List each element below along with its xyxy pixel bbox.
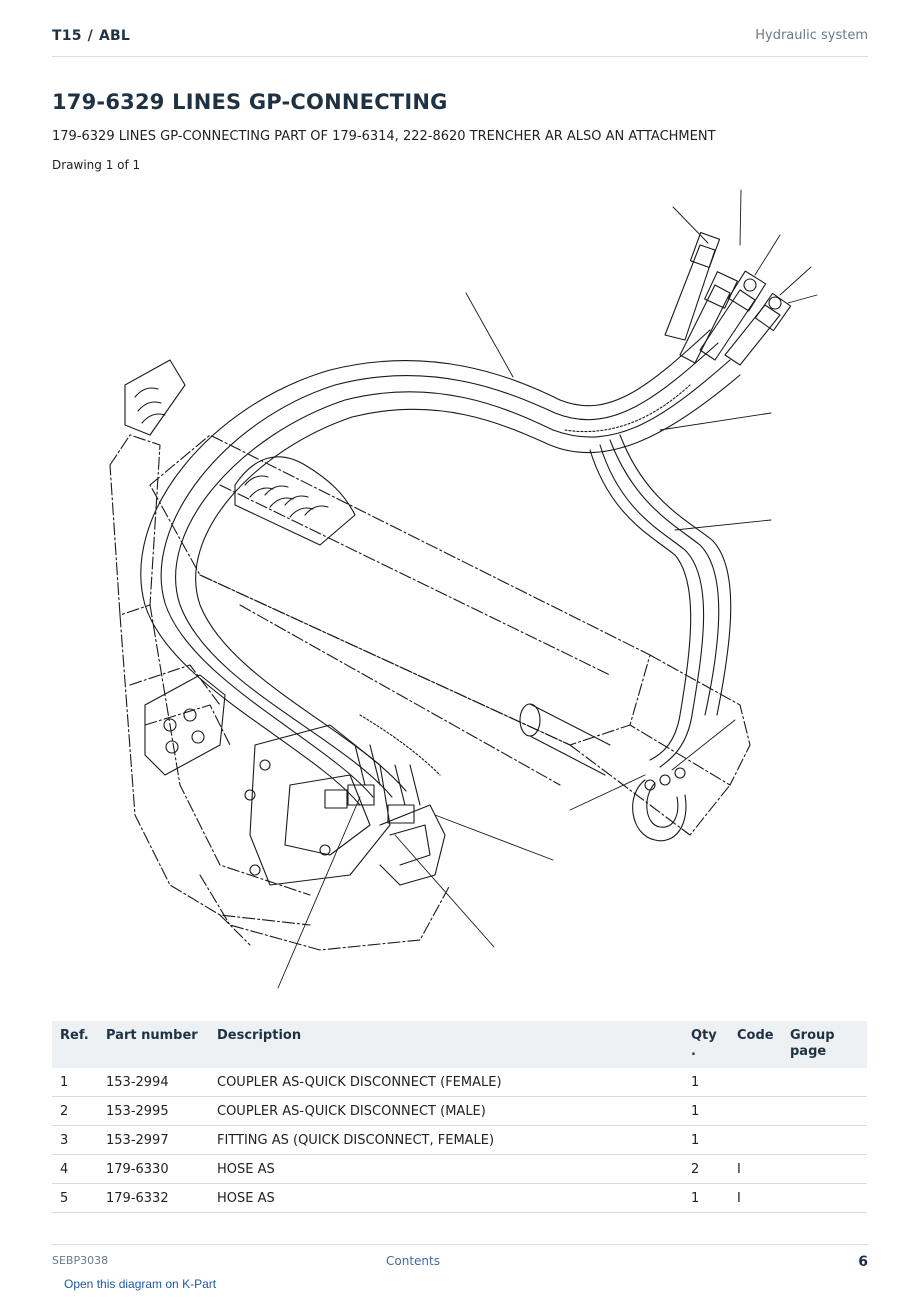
quick-couplers xyxy=(664,231,792,366)
group-header-line1: Group xyxy=(790,1028,835,1043)
qty-cell: 2 xyxy=(683,1154,729,1184)
qty-cell: 1 xyxy=(683,1068,729,1097)
col-header-part-number: Part number xyxy=(98,1021,209,1068)
col-header-ref: Ref. xyxy=(52,1021,98,1068)
drawing-note: Drawing 1 of 1 xyxy=(52,158,141,172)
ref-cell: 4 xyxy=(52,1154,98,1184)
table-row: 1 153-2994 COUPLER AS-QUICK DISCONNECT (… xyxy=(52,1068,867,1097)
part-number-cell: 153-2994 xyxy=(98,1068,209,1097)
group-page-cell xyxy=(782,1096,867,1126)
contents-link[interactable]: Contents xyxy=(386,1254,440,1268)
ref-cell: 1 xyxy=(52,1068,98,1097)
group-page-cell xyxy=(782,1068,867,1097)
page-title: 179-6329 LINES GP-CONNECTING xyxy=(52,90,448,114)
group-page-cell xyxy=(782,1183,867,1213)
col-header-qty: Qty. xyxy=(683,1021,729,1068)
pump-housing xyxy=(244,724,446,886)
part-number-cell: 153-2995 xyxy=(98,1096,209,1126)
document-id: SEBP3038 xyxy=(52,1254,109,1267)
description-cell: HOSE AS xyxy=(209,1154,683,1184)
part-number-cell: 153-2997 xyxy=(98,1125,209,1155)
page-number: 6 xyxy=(858,1254,868,1270)
group-page-cell xyxy=(782,1125,867,1155)
hose-u xyxy=(632,767,687,842)
table-header-row: Ref. Part number Description Qty. Code G… xyxy=(52,1021,867,1068)
description-cell: COUPLER AS-QUICK DISCONNECT (FEMALE) xyxy=(209,1068,683,1097)
code-cell xyxy=(729,1125,782,1155)
table-row: 2 153-2995 COUPLER AS-QUICK DISCONNECT (… xyxy=(52,1096,867,1126)
leader-lines xyxy=(277,189,818,989)
code-cell xyxy=(729,1096,782,1126)
serial-label: ABL xyxy=(98,28,130,44)
ref-cell: 2 xyxy=(52,1096,98,1126)
col-header-description: Description xyxy=(209,1021,683,1068)
model-serial: T15 / ABL xyxy=(52,28,130,44)
qty-cell: 1 xyxy=(683,1096,729,1126)
trencher-boom xyxy=(149,434,751,836)
kpart-link[interactable]: Open this diagram on K-Part xyxy=(64,1277,217,1291)
description-cell: COUPLER AS-QUICK DISCONNECT (MALE) xyxy=(209,1096,683,1126)
page-footer: SEBP3038 Contents 6 xyxy=(52,1244,868,1275)
part-number-cell: 179-6332 xyxy=(98,1183,209,1213)
code-cell: I xyxy=(729,1183,782,1213)
qty-header-line2: . xyxy=(691,1044,696,1059)
qty-cell: 1 xyxy=(683,1183,729,1213)
roller xyxy=(519,703,611,776)
pump-fittings xyxy=(324,744,421,824)
page-subtitle: 179-6329 LINES GP-CONNECTING PART OF 179… xyxy=(52,129,716,144)
description-cell: HOSE AS xyxy=(209,1183,683,1213)
parts-diagram xyxy=(109,189,818,989)
description-cell: FITTING AS (QUICK DISCONNECT, FEMALE) xyxy=(209,1125,683,1155)
code-cell xyxy=(729,1068,782,1097)
page-header: T15 / ABL Hydraulic system xyxy=(52,28,868,57)
ref-cell: 3 xyxy=(52,1125,98,1155)
table-row: 5 179-6332 HOSE AS 1 I xyxy=(52,1183,867,1213)
qty-cell: 1 xyxy=(683,1125,729,1155)
section-name: Hydraulic system xyxy=(755,28,868,43)
parts-table: Ref. Part number Description Qty. Code G… xyxy=(52,1021,867,1213)
group-page-cell xyxy=(782,1154,867,1184)
part-number-cell: 179-6330 xyxy=(98,1154,209,1184)
model-separator: / xyxy=(87,28,93,44)
group-header-line2: page xyxy=(790,1044,827,1059)
chain-teeth xyxy=(124,359,356,546)
model-label: T15 xyxy=(52,28,82,44)
code-cell: I xyxy=(729,1154,782,1184)
hose-return xyxy=(589,434,732,768)
left-frame xyxy=(109,434,311,926)
qty-header-line1: Qty xyxy=(691,1028,717,1043)
lower-body xyxy=(199,874,451,951)
ref-cell: 5 xyxy=(52,1183,98,1213)
table-row: 4 179-6330 HOSE AS 2 I xyxy=(52,1154,867,1184)
motor-cluster xyxy=(144,674,226,776)
table-row: 3 153-2997 FITTING AS (QUICK DISCONNECT,… xyxy=(52,1125,867,1155)
hose-main xyxy=(140,329,741,806)
col-header-code: Code xyxy=(729,1021,782,1068)
